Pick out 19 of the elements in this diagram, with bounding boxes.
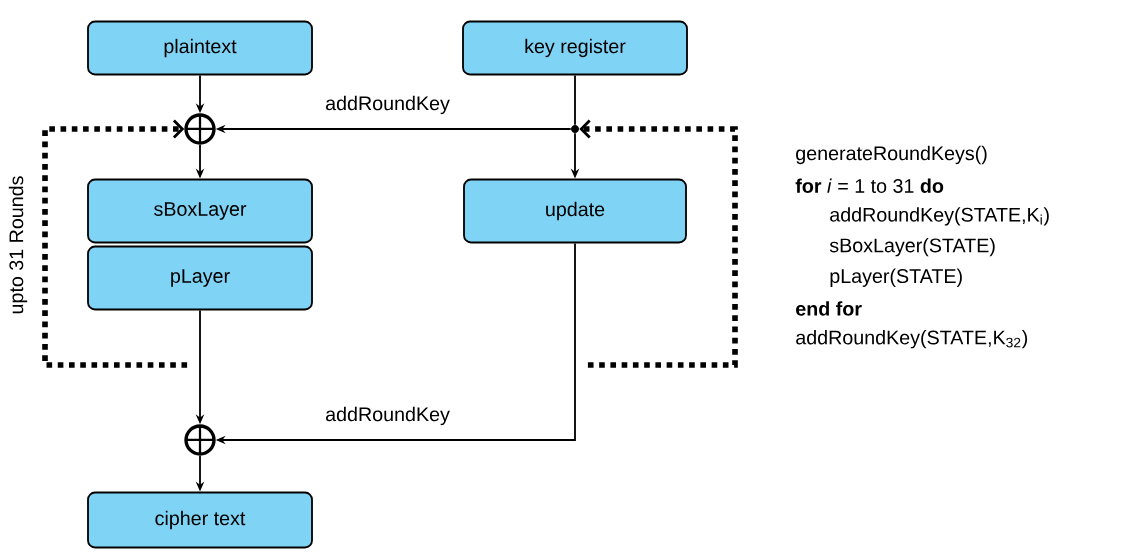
code-line: addRoundKey(STATE,K$_{i}$) xyxy=(830,207,1049,226)
process-box: cipher text xyxy=(87,491,313,549)
code-line: addRoundKey(STATE,K$_{32}$) xyxy=(796,330,1028,349)
connector-line xyxy=(574,74,576,126)
code-line: generateRoundKeys() xyxy=(796,145,987,165)
xor-symbol xyxy=(184,113,216,145)
code-line: sBoxLayer(STATE) xyxy=(829,237,995,257)
process-box: plaintext xyxy=(87,20,313,76)
edge-label: addRoundKey xyxy=(323,94,452,116)
xor-symbol xyxy=(184,424,216,456)
edge-label: addRoundKey xyxy=(323,405,452,427)
process-box: key register xyxy=(462,20,688,76)
code-line: end for xyxy=(796,301,862,316)
process-box: pLayer xyxy=(87,245,313,311)
process-box: update xyxy=(463,178,687,244)
process-box: sBoxLayer xyxy=(87,178,313,244)
code-line: for i = 1 to 31 do xyxy=(795,178,944,193)
code-line: pLayer(STATE) xyxy=(830,268,962,287)
rotated-label: upto 31 Rounds xyxy=(8,176,28,314)
